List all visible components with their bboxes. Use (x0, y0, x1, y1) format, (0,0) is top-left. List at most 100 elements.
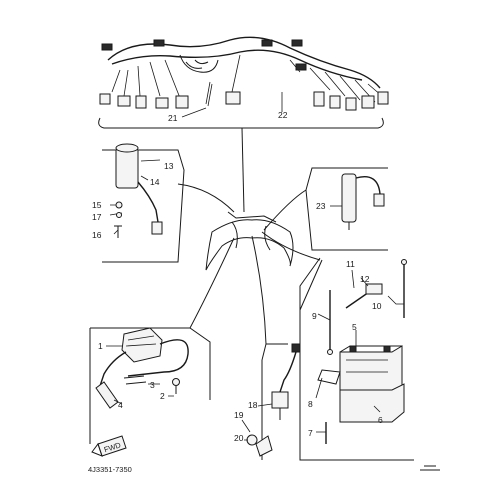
part-label-1: 1 (98, 341, 103, 351)
harness-leader-line (241, 127, 245, 213)
neutral-switch-group (241, 235, 301, 460)
harness-connector (313, 91, 325, 107)
sensor-lead (355, 176, 381, 195)
leader-line (387, 295, 404, 305)
part-label-14: 14 (150, 177, 160, 187)
callout-line (177, 183, 235, 213)
part-label-8: 8 (308, 399, 313, 409)
leader-line (181, 107, 207, 118)
ignition-coil-group (89, 237, 235, 444)
harness-branch-wires (111, 54, 383, 103)
front-direction-badge: FWD (91, 435, 127, 457)
callout-line (263, 189, 307, 231)
frame-silhouette (205, 211, 294, 271)
harness-terminal (261, 39, 273, 47)
forward-arrow-icon (91, 442, 103, 457)
coil-fins (125, 335, 157, 347)
part-label-19: 19 (234, 410, 244, 420)
part-label-6: 6 (378, 415, 383, 425)
fuse-12 (365, 283, 383, 295)
bolt-16 (114, 225, 122, 238)
part-label-12: 12 (360, 274, 370, 284)
group-bracket (261, 343, 288, 460)
part-label-21: 21 (168, 113, 178, 123)
sensor-body (341, 173, 357, 223)
battery-terminal (349, 345, 357, 353)
lead-terminal (401, 259, 407, 265)
harness-connector (175, 95, 189, 109)
ignition-switch-top (115, 143, 139, 153)
page-end-mark (420, 465, 440, 471)
grommet-3 (123, 375, 147, 385)
lead-terminal (291, 343, 301, 353)
neutral-switch-18 (271, 391, 289, 409)
harness-connector (345, 97, 357, 111)
battery-band-8 (317, 369, 341, 385)
part-label-4: 4 (118, 400, 123, 410)
high-tension-cord-left (99, 351, 127, 387)
part-label-15: 15 (92, 200, 102, 210)
o-ring-19 (246, 434, 258, 446)
harness-connector (135, 95, 147, 109)
leader-line (109, 204, 123, 235)
ignition-switch-group (102, 143, 185, 263)
harness-connector (117, 95, 131, 107)
drawing-code: 4J3351-7350 (88, 465, 132, 474)
part-label-22: 22 (278, 110, 288, 120)
group-bracket (299, 300, 414, 461)
leader-line (315, 313, 331, 433)
wire-harness-bundle (111, 49, 363, 81)
bolt-2 (172, 378, 180, 386)
screw-20 (255, 435, 273, 457)
washer-15 (115, 201, 123, 209)
part-label-7: 7 (308, 428, 313, 438)
callout-line (251, 235, 267, 345)
part-label-5: 5 (352, 322, 357, 332)
harness-connector (377, 91, 389, 105)
part-label-17: 17 (92, 212, 102, 222)
harness-connector (155, 97, 169, 109)
sensor-connector (373, 193, 385, 207)
callout-line (189, 237, 235, 329)
battery-detail (346, 359, 388, 373)
part-label-9: 9 (312, 311, 317, 321)
neutral-switch-lead (279, 351, 297, 393)
part-label-20: 20 (234, 433, 244, 443)
harness-connector (225, 91, 241, 105)
callout-line (261, 231, 321, 261)
harness-terminal (153, 39, 165, 47)
part-label-2: 2 (160, 391, 165, 401)
wire-harness-group (98, 36, 389, 129)
harness-connector (99, 93, 111, 105)
harness-bracket (98, 117, 384, 129)
battery-tray-6 (339, 383, 405, 423)
part-label-3: 3 (150, 380, 155, 390)
leader-line (140, 159, 161, 181)
part-label-16: 16 (92, 230, 102, 240)
leader-line (106, 345, 174, 405)
wire-harness-main (107, 36, 381, 89)
part-label-13: 13 (164, 161, 174, 171)
high-tension-cord (127, 339, 189, 377)
leader-line (241, 403, 273, 441)
part-label-18: 18 (248, 400, 258, 410)
harness-terminal (101, 43, 113, 51)
battery-terminal (383, 345, 391, 353)
part-label-10: 10 (372, 301, 382, 311)
harness-clamp (205, 81, 213, 107)
leader-line (355, 330, 381, 413)
plug-cap-4 (95, 381, 119, 409)
battery-group (261, 231, 414, 461)
washer-17 (116, 212, 122, 218)
lead-terminal (327, 349, 333, 355)
ignition-switch-connector (151, 221, 163, 235)
harness-coil (179, 54, 219, 73)
group-bracket (102, 149, 185, 263)
ignition-switch-lead (137, 181, 159, 223)
group-bracket (299, 257, 323, 311)
group-bracket (89, 327, 211, 444)
harness-terminal (291, 39, 303, 47)
leader-line (351, 269, 369, 289)
harness-terminal (295, 63, 307, 71)
